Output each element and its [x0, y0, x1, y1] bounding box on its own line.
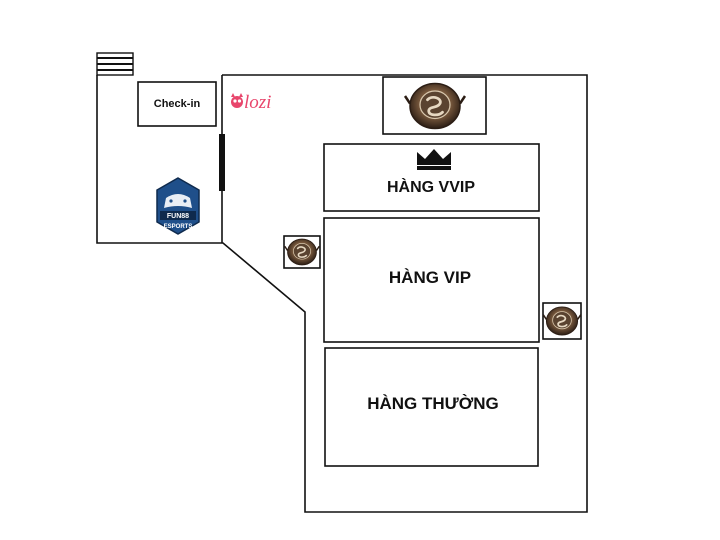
zone-vip: HÀNG VIP: [323, 217, 540, 343]
zone-normal: HÀNG THƯỜNG: [324, 347, 539, 467]
lozi-logo: lozi: [231, 92, 271, 113]
checkin-desk: Check-in: [137, 81, 217, 127]
esports-label: ESPORTS: [164, 224, 193, 230]
zone-normal-label: HÀNG THƯỜNG: [367, 394, 499, 413]
lozi-wordmark: lozi: [244, 92, 271, 113]
crown-icon: [417, 149, 451, 170]
left-trophy: [283, 235, 321, 269]
checkin-label: Check-in: [154, 98, 201, 110]
lozi-owl-icon: [231, 93, 243, 108]
zone-vip-label: HÀNG VIP: [389, 268, 471, 287]
zone-vvip: HÀNG VVIP: [323, 143, 540, 212]
stage-trophy: [382, 76, 487, 135]
door-icon: [219, 134, 225, 191]
right-trophy: [542, 302, 582, 340]
fun88-label: FUN88: [167, 213, 189, 220]
zone-vvip-label: HÀNG VVIP: [387, 177, 475, 196]
stairs-icon: [96, 52, 134, 76]
fun88-esports-logo: FUN88 ESPORTS: [156, 177, 200, 235]
